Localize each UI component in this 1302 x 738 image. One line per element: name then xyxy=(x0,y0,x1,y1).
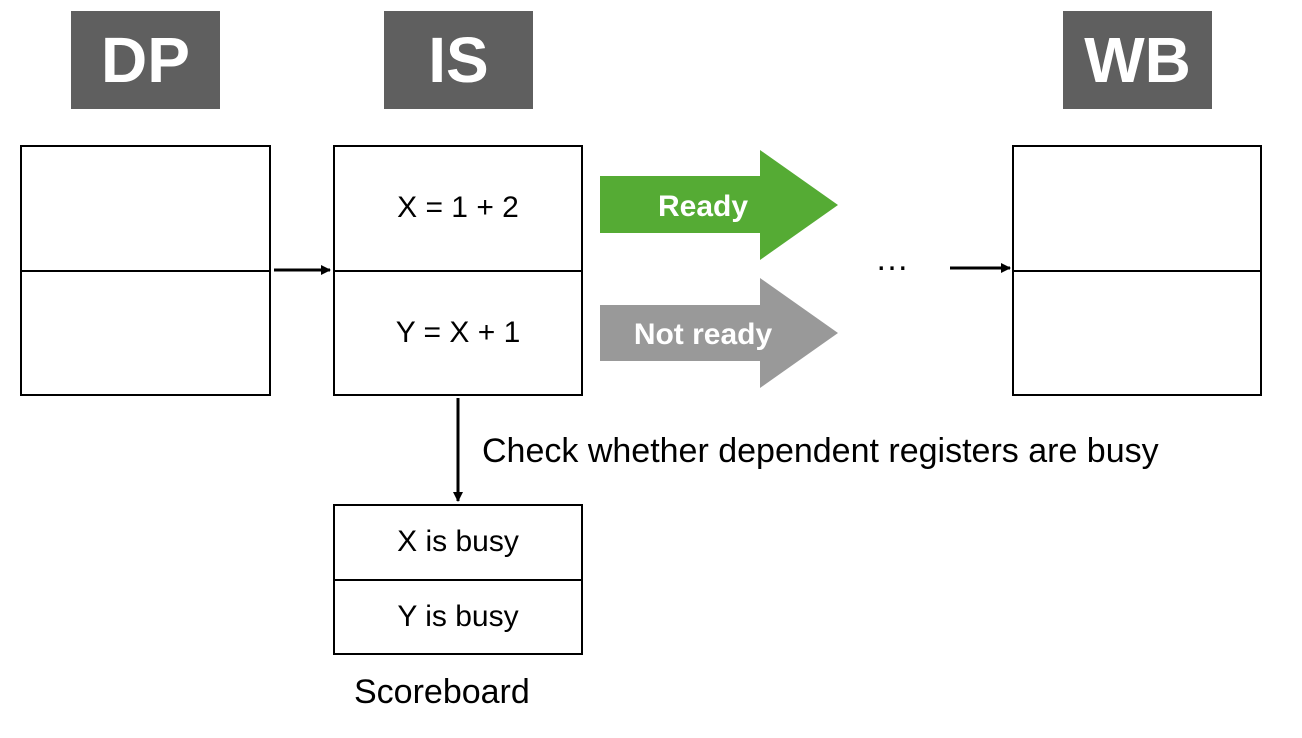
stage-label-is: IS xyxy=(384,11,533,109)
is-register-box: X = 1 + 2 Y = X + 1 xyxy=(333,145,583,396)
stage-label-wb: WB xyxy=(1063,11,1212,109)
is-entry-y: Y = X + 1 xyxy=(335,269,581,395)
not-ready-label: Not ready xyxy=(634,318,773,351)
scoreboard-entry-x: X is busy xyxy=(397,525,519,559)
pipeline-ellipsis: … xyxy=(875,240,909,278)
stage-label-dp: DP xyxy=(71,11,220,109)
scoreboard-box: X is busy Y is busy xyxy=(333,504,583,655)
wb-register-box xyxy=(1012,145,1262,396)
ready-arrow: Ready xyxy=(600,150,838,260)
dp-register-box xyxy=(20,145,271,396)
scoreboard-entry-y: Y is busy xyxy=(335,578,581,654)
wb-register-slot-bottom xyxy=(1014,269,1260,395)
scoreboard-caption: Scoreboard xyxy=(354,673,530,711)
ready-label: Ready xyxy=(658,190,748,223)
dp-register-slot-bottom xyxy=(22,269,269,395)
is-entry-x: X = 1 + 2 xyxy=(397,191,519,225)
not-ready-arrow: Not ready xyxy=(600,278,838,388)
check-dependency-note: Check whether dependent registers are bu… xyxy=(482,432,1159,470)
